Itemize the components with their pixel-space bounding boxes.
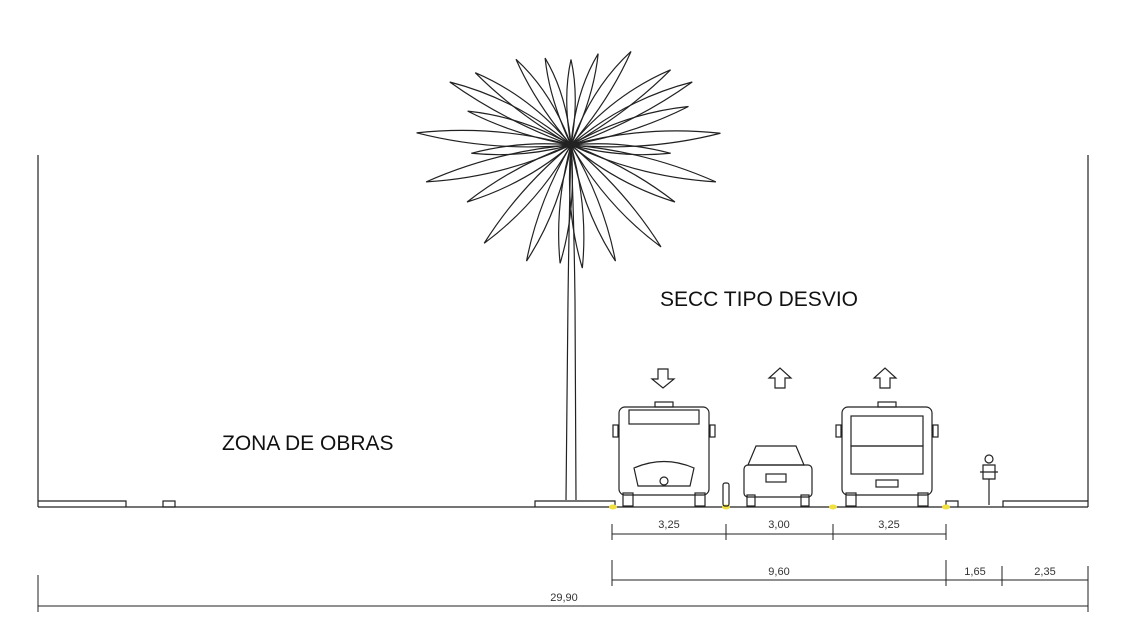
- car-rear: [743, 445, 813, 507]
- palm-frond: [570, 51, 632, 146]
- bus-front: [612, 401, 716, 507]
- dim-lane-2: 3,00: [768, 519, 790, 531]
- palm-frond: [515, 58, 572, 146]
- palm-frond: [425, 144, 572, 183]
- dim-bike-lane: 1,65: [964, 566, 986, 578]
- arrow-up-icon: [872, 367, 898, 389]
- ground-profile: [37, 155, 1089, 508]
- dim-sidewalk: 2,35: [1034, 566, 1056, 578]
- dim-lane-3: 3,25: [878, 519, 900, 531]
- arrow-down-icon: [650, 368, 676, 389]
- section-title: SECC TIPO DESVIO: [660, 288, 858, 311]
- cyclist-icon: [980, 454, 998, 505]
- dim-carriageway: 9,60: [768, 566, 790, 578]
- palm-tree: [416, 51, 721, 501]
- palm-frond: [566, 59, 576, 146]
- palm-frond: [570, 81, 693, 146]
- arrow-up-icon: [767, 367, 793, 389]
- palm-frond: [558, 144, 574, 264]
- palm-frond: [525, 144, 572, 262]
- palm-frond: [570, 130, 721, 148]
- palm-frond: [570, 144, 662, 248]
- palm-frond: [570, 143, 671, 156]
- dim-total: 29,90: [550, 592, 578, 604]
- palm-frond: [483, 144, 572, 244]
- bollard: [722, 482, 730, 507]
- palm-frond: [568, 144, 585, 269]
- dim-lane-1: 3,25: [658, 519, 680, 531]
- palm-frond: [570, 69, 672, 146]
- palm-frond: [570, 144, 717, 183]
- palm-frond: [471, 143, 572, 156]
- palm-frond: [449, 81, 572, 146]
- palm-frond: [474, 72, 572, 146]
- dimension-lines: [37, 524, 1089, 612]
- zone-label: ZONA DE OBRAS: [222, 432, 394, 455]
- palm-frond: [416, 129, 572, 148]
- bus-rear: [835, 401, 939, 507]
